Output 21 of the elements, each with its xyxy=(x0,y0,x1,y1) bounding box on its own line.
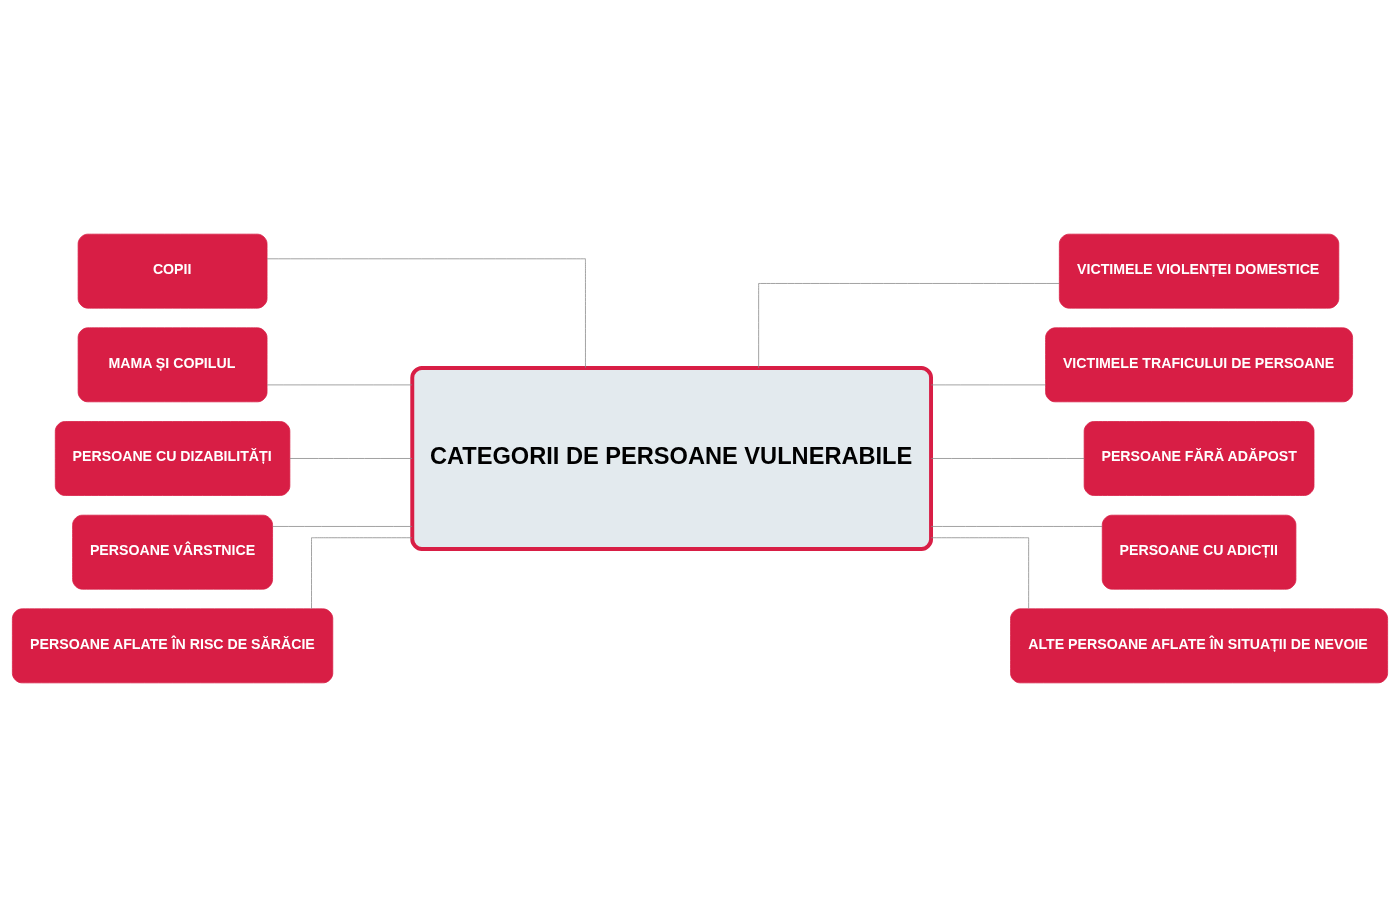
node-box: PERSOANE FĂRĂ ADĂPOST xyxy=(1083,421,1315,496)
connector xyxy=(311,537,413,610)
node-box: VICTIMELE TRAFICULUI DE PERSOANE xyxy=(1045,327,1353,403)
node-box: MAMA ȘI COPILUL xyxy=(77,327,268,403)
connector xyxy=(930,537,1030,610)
node-box: CATEGORII DE PERSOANE VULNERABILE xyxy=(410,366,933,551)
node-box: ALTE PERSOANE AFLATE ÎN SITUAȚII DE NEVOIE xyxy=(1010,608,1388,684)
connector xyxy=(266,384,413,386)
node-box: PERSOANE VÂRSTNICE xyxy=(72,514,273,590)
connector xyxy=(930,384,1046,386)
connector xyxy=(930,458,1085,459)
node-box: PERSOANE CU DIZABILITĂȚI xyxy=(54,421,291,496)
node-box: PERSOANE CU ADICȚII xyxy=(1101,514,1297,590)
node-box: PERSOANE AFLATE ÎN RISC DE SĂRĂCIE xyxy=(12,608,334,684)
connector xyxy=(289,458,413,459)
node-box: VICTIMELE VIOLENȚEI DOMESTICE xyxy=(1058,233,1340,309)
connector xyxy=(272,526,413,527)
connector xyxy=(266,258,586,369)
connector xyxy=(930,526,1103,527)
connector xyxy=(758,283,1060,369)
node-box: COPII xyxy=(77,233,268,309)
